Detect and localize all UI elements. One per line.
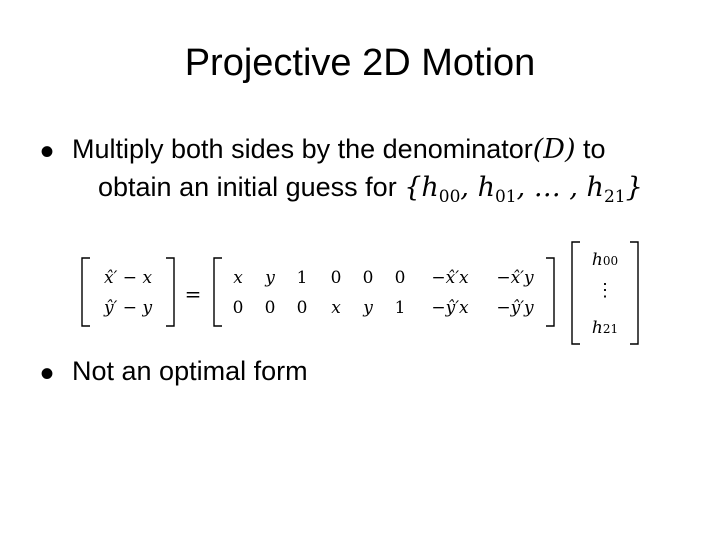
lhs-row-1: x̂′ − x — [103, 268, 153, 288]
vector-bottom: h21 — [578, 318, 632, 338]
lhs-bracket-right — [166, 257, 175, 327]
set-close-brace: } — [625, 172, 643, 203]
vector-dots: ⋮ — [596, 280, 614, 301]
matrix-cell: −x̂′y — [496, 268, 534, 288]
bullet-1-text-b: to — [575, 134, 606, 164]
lhs-bracket-left — [81, 257, 90, 327]
matrix-cell: −ŷ′x — [431, 298, 469, 318]
bullet-1-text-a: Multiply both sides by the denominator — [72, 134, 533, 164]
matrix-cell: 0 — [394, 268, 406, 288]
denominator-symbol: (D) — [532, 134, 576, 165]
matrix-cell: −x̂′x — [431, 268, 469, 288]
matrix-cell: 1 — [394, 298, 406, 318]
matrix-cell: 0 — [362, 268, 374, 288]
slide-title: Projective 2D Motion — [184, 42, 536, 84]
matrix-bracket-left — [213, 257, 222, 327]
vector-bottom-sub: 21 — [602, 322, 619, 336]
h01-base: h — [477, 172, 495, 203]
matrix-cell: 0 — [232, 298, 244, 318]
h00-base: h — [421, 172, 439, 203]
matrix-cell: x — [233, 268, 243, 288]
equation-brackets — [81, 241, 639, 345]
vector-bracket-left — [571, 241, 580, 345]
bullet-1-line-2: obtain an initial guess for {h00, h01, …… — [98, 172, 643, 207]
bullet-1-line-1: Multiply both sides by the denominator(D… — [72, 134, 606, 165]
matrix-cell: 0 — [264, 298, 276, 318]
equals-sign: = — [184, 282, 202, 306]
bullet-dot: • — [40, 352, 55, 396]
vector-top: h00 — [578, 250, 632, 270]
set-sep-2: , … , — [516, 172, 587, 203]
matrix-cell: 0 — [296, 298, 308, 318]
h21-base: h — [586, 172, 604, 203]
vector-bracket-right — [630, 241, 639, 345]
matrix-cell: x — [331, 298, 341, 318]
matrix-cell: y — [363, 298, 373, 318]
bullet-1-text-c: obtain an initial guess for — [98, 172, 405, 202]
vector-top-base: h — [591, 250, 603, 270]
equation: x̂′ − x ŷ′ − y = x y 1 0 0 0 −x̂′x −x̂′y… — [78, 240, 648, 350]
vector-top-sub: 00 — [602, 254, 619, 268]
matrix-bracket-right — [546, 257, 555, 327]
matrix-cell: −ŷ′y — [496, 298, 534, 318]
h21-sub: 21 — [603, 187, 626, 207]
matrix-cell: 1 — [296, 268, 308, 288]
set-open-brace: { — [404, 172, 422, 203]
matrix-cell: y — [265, 268, 275, 288]
h01-sub: 01 — [494, 187, 517, 207]
set-sep-1: , — [460, 172, 478, 203]
bullet-dot: • — [40, 130, 55, 174]
matrix-cell: 0 — [330, 268, 342, 288]
vector-bottom-base: h — [591, 318, 603, 338]
lhs-row-2: ŷ′ − y — [103, 298, 153, 318]
h00-sub: 00 — [438, 187, 461, 207]
bullet-2: Not an optimal form — [72, 356, 308, 386]
